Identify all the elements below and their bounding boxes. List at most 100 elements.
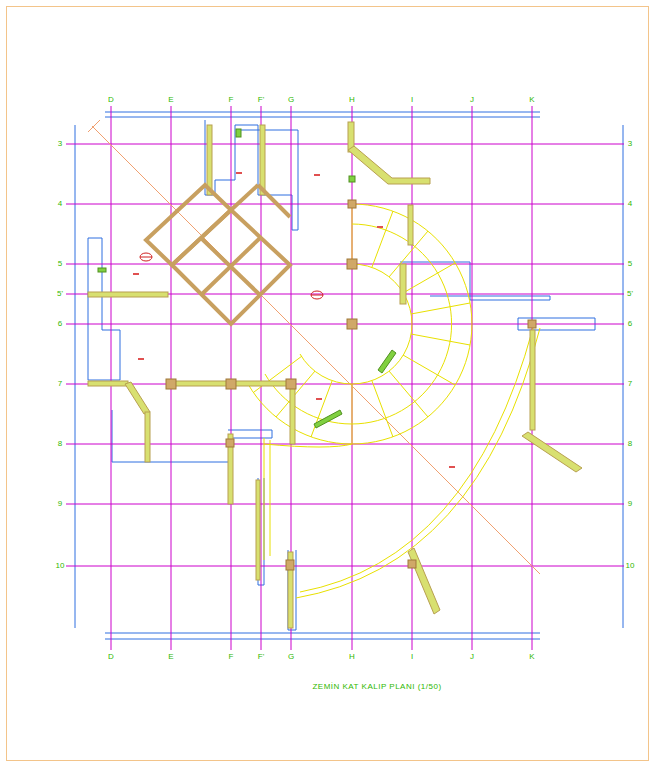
- level-mark: [316, 398, 322, 400]
- grid-label: I: [411, 653, 413, 661]
- grid-label: 7: [628, 380, 632, 388]
- grid-line: [231, 106, 232, 650]
- beam-mark: [98, 268, 106, 272]
- wall: [88, 381, 128, 386]
- column: [408, 560, 416, 568]
- wall: [290, 384, 295, 444]
- grid-label: 10: [56, 562, 65, 570]
- diagonal-line: [88, 120, 100, 132]
- grid-label: 7: [58, 380, 62, 388]
- column: [286, 379, 296, 389]
- grid-label: F': [258, 96, 264, 104]
- stair-outline: [300, 328, 533, 592]
- wall: [256, 480, 260, 580]
- stair-tread: [403, 355, 455, 385]
- grid-line: [472, 106, 473, 650]
- grid-label: K: [529, 653, 534, 661]
- core-walls: [201, 238, 260, 295]
- wall: [400, 264, 406, 304]
- grid-label: E: [168, 653, 173, 661]
- level-mark: [138, 358, 144, 360]
- stair-tread: [411, 303, 470, 314]
- grid-label: 8: [58, 440, 62, 448]
- wall: [408, 205, 413, 245]
- wall: [125, 382, 150, 414]
- wall: [231, 381, 291, 386]
- grid-line: [66, 144, 624, 145]
- beam-mark: [236, 129, 241, 137]
- stair-tread: [254, 204, 470, 444]
- slab-edge: [105, 633, 540, 634]
- grid-label: I: [411, 96, 413, 104]
- level-mark: [236, 172, 242, 174]
- grid-label: 6: [628, 320, 632, 328]
- diagonal-line: [88, 120, 540, 574]
- column: [286, 560, 294, 570]
- opening-mark: [311, 291, 323, 299]
- grid-line: [66, 106, 624, 650]
- wall: [88, 122, 582, 628]
- grid-label: 3: [628, 140, 632, 148]
- stair-tread: [372, 211, 393, 267]
- stair-tread: [403, 263, 455, 293]
- opening-mark: [140, 257, 152, 258]
- stair-tread: [352, 204, 353, 264]
- diagonal-line: [92, 126, 540, 574]
- grid-label: 6: [58, 320, 62, 328]
- grid-label: K: [529, 96, 534, 104]
- grid-label: 3: [58, 140, 62, 148]
- beam-mark: [314, 410, 342, 428]
- stair-tread: [372, 381, 393, 437]
- grid-label: 5': [627, 290, 633, 298]
- level-mark: [133, 273, 139, 275]
- column: [528, 320, 536, 328]
- stair-outline: [264, 444, 352, 447]
- level-mark: [314, 174, 320, 176]
- slab-edge: [105, 112, 540, 113]
- grid-label: F: [229, 96, 234, 104]
- grid-label: J: [470, 653, 474, 661]
- grid-line: [66, 324, 624, 325]
- grid-label: J: [470, 96, 474, 104]
- wall: [145, 412, 150, 462]
- stair-tread: [352, 384, 353, 444]
- grid-label: 8: [628, 440, 632, 448]
- slab-edge: [75, 112, 623, 639]
- wall: [260, 125, 265, 195]
- grid-label: D: [108, 96, 114, 104]
- level-mark: [377, 226, 383, 228]
- grid-line: [66, 264, 624, 265]
- column: [226, 439, 234, 447]
- core-walls: [146, 185, 290, 324]
- sheet-frame: [7, 7, 649, 761]
- level-mark: [133, 172, 455, 468]
- opening-mark: [140, 253, 323, 299]
- wall: [530, 330, 535, 430]
- grid-label: D: [108, 653, 114, 661]
- stair-tread: [254, 356, 302, 392]
- grid-label: 5: [58, 260, 62, 268]
- stair-tread: [389, 371, 428, 417]
- core-walls: [258, 185, 290, 217]
- grid-label: 9: [58, 500, 62, 508]
- grid-line: [66, 504, 624, 505]
- grid-label: G: [288, 96, 294, 104]
- drawing-caption: ZEMİN KAT KALIP PLANI (1/50): [312, 683, 441, 691]
- stair-outline: [300, 264, 412, 384]
- column: [166, 379, 176, 389]
- core-walls: [201, 238, 260, 295]
- wall: [522, 432, 582, 472]
- stair-outline: [248, 204, 472, 444]
- stair-tread: [411, 334, 470, 345]
- slab-edge: [75, 125, 76, 628]
- grid-label: 5: [628, 260, 632, 268]
- sheet-frame: [7, 7, 649, 761]
- grid-label: H: [349, 653, 355, 661]
- beam-mark: [349, 176, 355, 182]
- grid-label: 10: [626, 562, 635, 570]
- slab-edge: [88, 238, 120, 380]
- column: [348, 200, 356, 208]
- wall: [207, 125, 212, 195]
- beam-mark: [98, 129, 396, 428]
- slab-edge: [205, 120, 298, 230]
